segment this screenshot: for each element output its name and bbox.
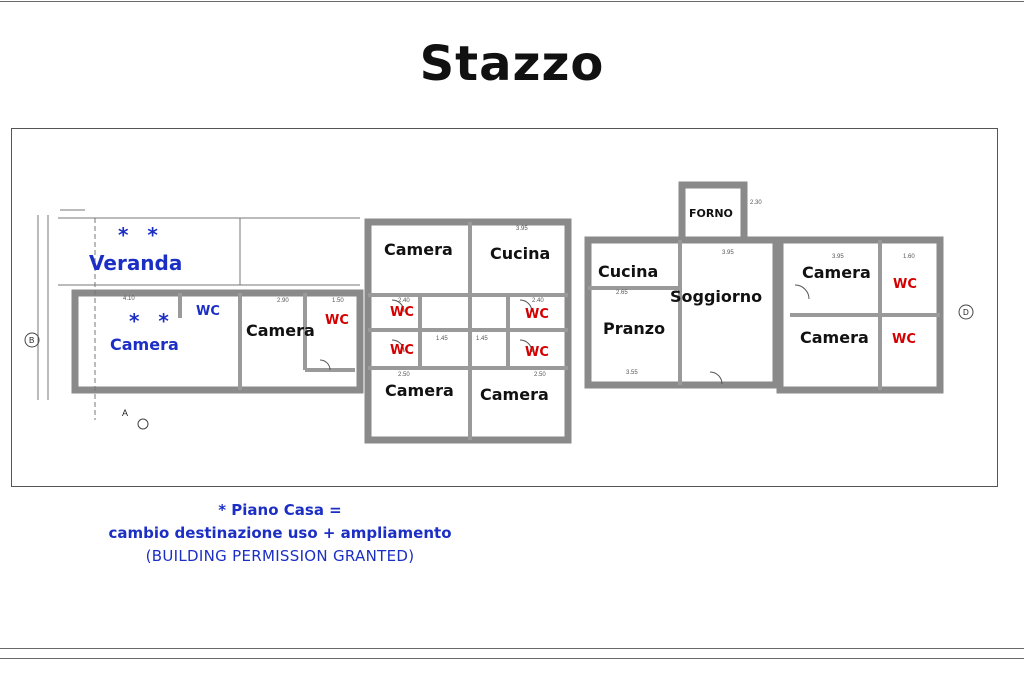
room-label-cucina: Cucina — [490, 244, 551, 263]
top-rule — [0, 1, 1024, 2]
room-label-camera: Camera — [246, 321, 315, 340]
wc-label: WC — [525, 345, 549, 360]
dim-label: 4.10 — [123, 296, 135, 302]
bottom-rule-2 — [0, 658, 1024, 659]
room-label-camera: Camera — [480, 385, 549, 404]
door-1 — [391, 299, 405, 313]
room-label-camera: Camera — [385, 381, 454, 400]
wall-forno — [678, 181, 748, 244]
axis-left-circle — [24, 332, 40, 348]
room-label-pranzo: Pranzo — [603, 319, 666, 338]
axis-left-label: B — [29, 336, 35, 345]
note-line-1: * Piano Casa = — [218, 501, 342, 519]
dim-label: 2.40 — [532, 298, 544, 304]
room-label-soggiorno: Soggiorno — [670, 287, 763, 306]
door-3 — [519, 299, 533, 313]
room-label-camera-left: Camera — [110, 335, 179, 354]
dim-label: 3.95 — [832, 254, 844, 260]
veranda-lines — [37, 209, 360, 420]
section-label: A — [122, 408, 129, 418]
dim-label: 2.90 — [277, 298, 289, 304]
room-label-forno: FORNO — [689, 207, 733, 220]
camera-stars: * * — [129, 309, 175, 333]
axis-markers — [24, 304, 974, 430]
dim-label: 3.95 — [722, 250, 734, 256]
page-title: Stazzo — [419, 36, 605, 92]
wall-left-wing — [71, 289, 364, 394]
door-4 — [519, 339, 533, 353]
dim-label: 3.55 — [626, 370, 638, 376]
dim-label: 2.40 — [398, 298, 410, 304]
wc-label-left: WC — [196, 304, 220, 319]
wc-label: WC — [390, 343, 414, 358]
wc-label: WC — [892, 332, 916, 347]
wc-label: WC — [390, 305, 414, 320]
dim-label: 1.45 — [436, 336, 448, 342]
door-swings — [319, 284, 810, 385]
notes-block: * Piano Casa = cambio destinazione uso +… — [0, 498, 560, 568]
wc-label: WC — [525, 307, 549, 322]
veranda-stars: * * — [118, 223, 164, 247]
room-label-camera: Camera — [802, 263, 871, 282]
floor-plan-frame — [11, 128, 998, 487]
room-label-veranda: Veranda — [89, 251, 183, 275]
dim-label: 1.45 — [476, 336, 488, 342]
door-5 — [794, 284, 810, 300]
dim-label: 1.50 — [332, 298, 344, 304]
section-circle — [137, 418, 149, 430]
note-line-2: cambio destinazione uso + ampliamento — [108, 524, 452, 542]
dim-label: 3.95 — [516, 226, 528, 232]
room-label-cucina: Cucina — [598, 262, 659, 281]
wc-label: WC — [893, 277, 917, 292]
room-label-camera: Camera — [384, 240, 453, 259]
bottom-rule-1 — [0, 648, 1024, 649]
dim-label: 2.50 — [534, 372, 546, 378]
door-7 — [709, 371, 723, 385]
wc-label: WC — [325, 313, 349, 328]
door-6 — [319, 359, 331, 371]
door-2 — [391, 339, 405, 353]
dim-label: 2.50 — [398, 372, 410, 378]
axis-right-label: D — [963, 308, 969, 317]
room-label-camera: Camera — [800, 328, 869, 347]
dim-label: 2.30 — [750, 200, 762, 206]
dim-label: 1.60 — [903, 254, 915, 260]
axis-right-circle — [958, 304, 974, 320]
dim-label: 2.65 — [616, 290, 628, 296]
note-line-3: (BUILDING PERMISSION GRANTED) — [145, 547, 415, 565]
